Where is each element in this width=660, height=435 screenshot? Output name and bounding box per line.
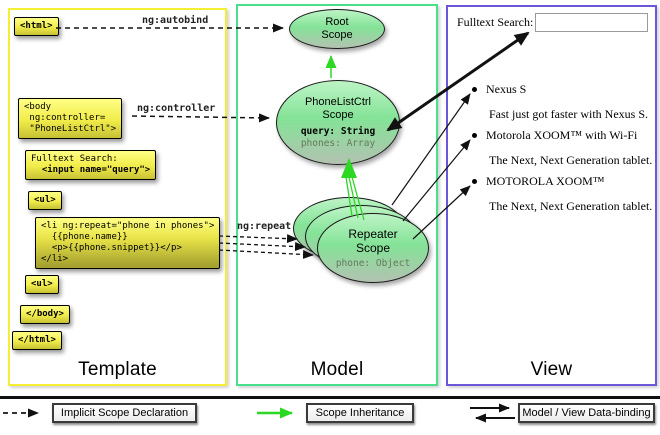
legend-data-binding: Model / View Data-binding xyxy=(518,403,655,423)
view-column: View xyxy=(446,5,657,386)
code-fulltext-label: Fulltext Search: xyxy=(31,154,118,164)
ng-controller-label: ng:controller xyxy=(137,103,216,114)
view-item-3: MOTOROLA XOOM™ xyxy=(472,174,605,189)
code-input-tag: <input name="query"> xyxy=(31,165,151,175)
legend-divider xyxy=(0,396,660,399)
view-item-1-title: Nexus S xyxy=(486,82,527,96)
code-fulltext-input: Fulltext Search: <input name="query"> xyxy=(25,150,157,180)
repeater-scope-front-ellipse: Repeater Scope phone: Object xyxy=(317,213,429,283)
code-ul-close: <ul> xyxy=(25,275,59,294)
view-item-3-desc: The Next, Next Generation tablet. xyxy=(489,199,653,213)
view-fulltext-label: Fulltext Search: xyxy=(457,15,534,29)
ng-autobind-label: ng:autobind xyxy=(142,15,209,26)
prop-phone: phone: Object xyxy=(335,257,411,269)
root-scope-ellipse: Root Scope xyxy=(289,9,385,49)
prop-query: query: String xyxy=(300,125,376,137)
view-item-2-title: Motorola XOOM™ with Wi-Fi xyxy=(486,128,638,142)
view-item-1: Nexus S xyxy=(472,82,526,97)
root-scope-title: Root Scope xyxy=(321,16,353,41)
template-column-label: Template xyxy=(78,359,157,380)
view-item-1-desc: Fast just got faster with Nexus S. xyxy=(489,107,648,121)
view-column-label: View xyxy=(530,359,573,380)
bullet-icon xyxy=(472,179,477,184)
view-item-2-desc: The Next, Next Generation tablet. xyxy=(489,153,653,167)
fulltext-search-input[interactable] xyxy=(535,13,648,32)
legend-scope-inheritance: Scope Inheritance xyxy=(306,403,414,423)
legend-implicit-scope: Implicit Scope Declaration xyxy=(52,403,197,423)
model-column: Model xyxy=(236,4,438,386)
ng-repeat-label: ng:repeat xyxy=(237,221,292,232)
code-li-repeat: <li ng:repeat="phone in phones"> {{phone… xyxy=(35,217,221,269)
repeater-scope-title: Repeater Scope xyxy=(348,226,398,255)
code-ul-open: <ul> xyxy=(28,191,62,210)
phonelistctrl-scope-title: PhoneListCtrl Scope xyxy=(304,95,372,121)
code-body-open: <body ng:controller= "PhoneListCtrl"> xyxy=(18,98,123,139)
code-html-open: <html> xyxy=(14,17,59,36)
bullet-icon xyxy=(472,133,477,138)
model-column-label: Model xyxy=(310,359,364,380)
phonelistctrl-scope-ellipse: PhoneListCtrl Scope query: String phones… xyxy=(276,80,400,165)
view-item-2: Motorola XOOM™ with Wi-Fi xyxy=(472,128,637,143)
prop-phones: phones: Array xyxy=(300,137,376,149)
code-html-close: </html> xyxy=(12,331,62,350)
bullet-icon xyxy=(472,87,477,92)
code-body-close: </body> xyxy=(20,305,70,324)
view-item-3-title: MOTOROLA XOOM™ xyxy=(486,174,605,188)
